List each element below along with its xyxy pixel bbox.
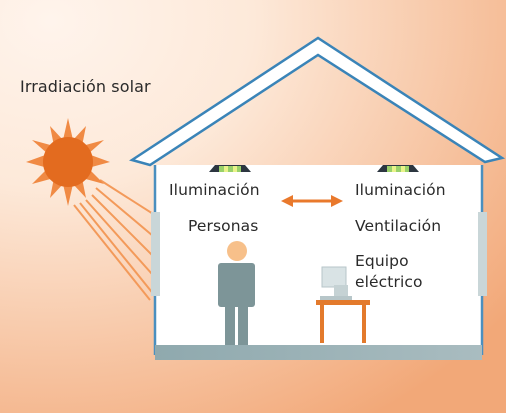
equipment-label-line1: Equipo — [355, 252, 409, 270]
roof — [129, 36, 506, 167]
right-window — [478, 212, 487, 296]
person-icon — [218, 241, 255, 345]
ceiling-lamp-icon — [209, 165, 251, 172]
sun-rays — [73, 179, 173, 301]
people-label: Personas — [188, 217, 259, 235]
house-floor — [155, 345, 482, 360]
desk-icon — [316, 300, 370, 343]
equipment-label-line2: eléctrico — [355, 273, 423, 291]
solar-irradiation-label: Irradiación solar — [20, 77, 151, 96]
lighting-label-left: Iluminación — [169, 181, 260, 199]
lighting-label-right: Iluminación — [355, 181, 446, 199]
house-interior — [155, 165, 482, 355]
ventilation-label: Ventilación — [355, 217, 442, 235]
computer-icon — [320, 266, 352, 300]
double-arrow-icon — [281, 195, 343, 207]
left-window — [151, 212, 160, 296]
ceiling-lamp-icon — [377, 165, 419, 172]
sun-icon — [26, 118, 110, 206]
